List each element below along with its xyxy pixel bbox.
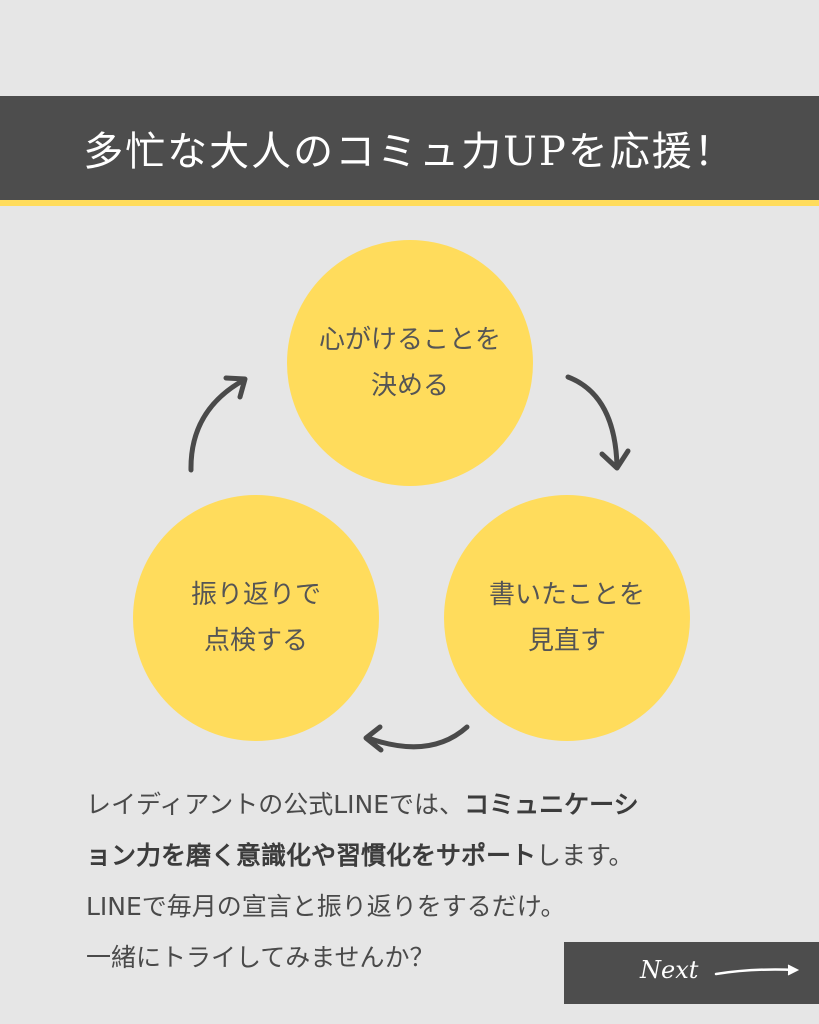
- arrow-left-to-top: [188, 377, 247, 473]
- description-bold: コミュニケーシ: [464, 790, 639, 819]
- cycle-step-review: 書いたことを 見直す: [444, 495, 690, 741]
- header-accent-stripe: [0, 200, 819, 206]
- step-text-line: 心がけることを: [318, 325, 501, 355]
- arrowhead-top-to-right: [599, 448, 631, 471]
- arrowhead-right-to-left: [363, 724, 384, 753]
- step-text-line: 書いたことを: [488, 580, 645, 610]
- cycle-step-decide: 心がけることを 決める: [287, 240, 533, 486]
- description-plain: レイディアントの公式LINEでは、: [86, 790, 465, 819]
- page-title: 多忙な大人のコミュ力UPを応援！: [83, 129, 736, 175]
- description-line-3: LINEで毎月の宣言と振り返りをするだけ。: [86, 892, 566, 921]
- description-text: レイディアントの公式LINEでは、コミュニケーシ ョン力を磨く意識化や習慣化をサ…: [86, 779, 786, 983]
- description-bold: ョン力を磨く意識化や習慣化をサポート: [86, 841, 537, 870]
- next-button-label: Next: [640, 956, 699, 984]
- next-button[interactable]: Next: [564, 942, 819, 1004]
- cycle-step-reflect: 振り返りで 点検する: [133, 495, 379, 741]
- description-plain: します。: [536, 841, 634, 870]
- header-banner: [0, 96, 819, 200]
- step-text-line: 決める: [370, 371, 449, 401]
- arrowhead-left-to-top: [223, 375, 248, 400]
- arrow-right-icon: [714, 964, 800, 976]
- step-text-line: 点検する: [203, 626, 308, 656]
- arrow-top-to-right: [565, 374, 620, 469]
- description-line-2: ョン力を磨く意識化や習慣化をサポートします。: [86, 830, 786, 881]
- arrow-right-to-left: [365, 724, 470, 750]
- step-text-line: 見直す: [527, 626, 606, 656]
- step-text-line: 振り返りで: [190, 580, 321, 610]
- description-line-4: 一緒にトライしてみませんか？: [86, 943, 435, 972]
- description-line-1: レイディアントの公式LINEでは、コミュニケーシ: [86, 779, 786, 830]
